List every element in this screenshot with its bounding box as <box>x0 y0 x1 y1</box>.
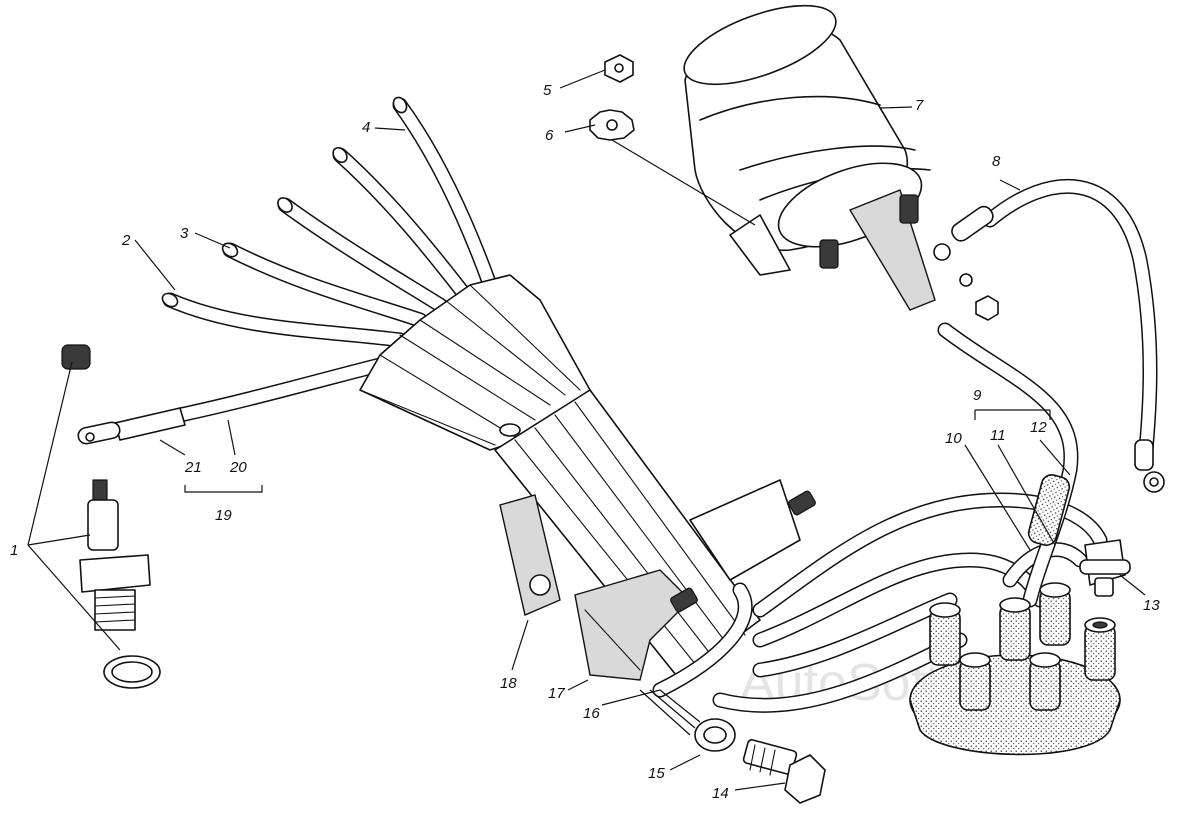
callout-11: 11 <box>990 427 1006 444</box>
harness-loose-wires <box>161 96 498 348</box>
terminal-13 <box>1079 539 1131 597</box>
spark-plug <box>61 344 161 689</box>
bolt-14 <box>742 739 826 804</box>
main-wire-bundle <box>494 389 761 681</box>
callout-16: 16 <box>583 705 600 722</box>
callout-18: 18 <box>500 675 517 692</box>
lock-washer-15 <box>694 718 736 752</box>
star-washer-6 <box>589 109 756 226</box>
high-tension-wire <box>937 322 1079 608</box>
coil-wire-8 <box>933 178 1165 493</box>
callout-19: 19 <box>215 507 232 524</box>
callout-9: 9 <box>973 387 982 404</box>
cap-towers <box>929 582 1116 711</box>
ignition-coil <box>683 4 936 311</box>
distributor-cap <box>909 582 1121 756</box>
washer-small <box>959 273 973 287</box>
nut-small <box>975 295 999 321</box>
callout-1: 1 <box>10 542 18 559</box>
callout-12: 12 <box>1030 419 1047 436</box>
callout-8: 8 <box>992 153 1001 170</box>
leader-lines <box>134 69 1146 791</box>
callout-4: 4 <box>362 119 370 136</box>
callout-14: 14 <box>712 785 729 802</box>
callout-21: 21 <box>184 459 202 476</box>
clip-17 <box>574 569 691 681</box>
callout-2: 2 <box>121 232 131 249</box>
nut-5 <box>604 54 634 83</box>
callout-7: 7 <box>915 97 924 114</box>
callout-17: 17 <box>548 685 565 702</box>
callout-10: 10 <box>945 430 962 447</box>
ground-wire-20 <box>77 357 388 445</box>
callout-labels: 1 2 3 4 5 6 7 8 9 10 11 12 13 14 15 16 1… <box>10 82 1160 802</box>
callout-20: 20 <box>229 459 247 476</box>
callout-15: 15 <box>648 765 665 782</box>
bracket-18 <box>499 494 561 616</box>
callout-13: 13 <box>1143 597 1160 614</box>
callout-3: 3 <box>180 225 189 242</box>
rear-bracket-stud <box>670 479 816 613</box>
callout-5: 5 <box>543 82 552 99</box>
callout-6: 6 <box>545 127 554 144</box>
